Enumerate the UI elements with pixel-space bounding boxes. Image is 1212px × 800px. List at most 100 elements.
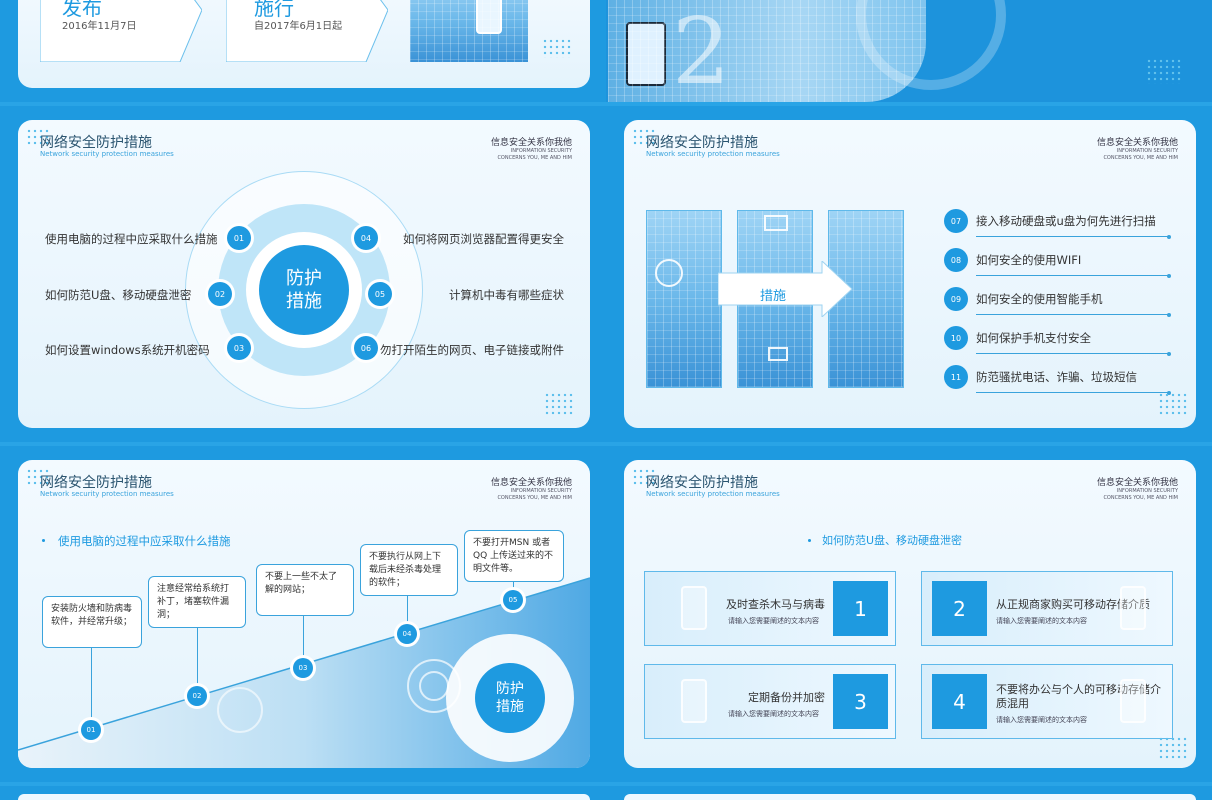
city-panel-1 bbox=[646, 210, 722, 388]
slogan-en-2: CONCERNS YOU, ME AND HIM bbox=[1103, 155, 1178, 161]
tip-subtext: 请输入您需要阐述的文本内容 bbox=[996, 716, 1087, 724]
slogan-en-1: INFORMATION SECURITY bbox=[510, 488, 572, 494]
tip-title: 不要将办公与个人的可移动存储介质混用 bbox=[996, 683, 1161, 710]
effective-card: 施行 自2017年6月1日起 bbox=[226, 0, 388, 62]
slogan-en-2: CONCERNS YOU, ME AND HIM bbox=[1103, 495, 1178, 501]
slide-card bbox=[18, 794, 590, 800]
tip-box-4[interactable]: 4 不要将办公与个人的可移动存储介质混用 请输入您需要阐述的文本内容 bbox=[921, 664, 1173, 739]
slide-subtitle: Network security protection measures bbox=[646, 150, 780, 158]
list-number: 09 bbox=[944, 287, 968, 311]
dot-grid-decoration bbox=[632, 128, 656, 146]
big-number: 2 bbox=[672, 0, 731, 102]
item-label-06[interactable]: 勿打开陌生的网页、电子链接或附件 bbox=[380, 343, 564, 357]
slide-subtitle: Network security protection measures bbox=[40, 490, 174, 498]
phone-icon bbox=[1120, 679, 1146, 723]
list-number: 11 bbox=[944, 365, 968, 389]
connector-line bbox=[197, 600, 198, 690]
list-item-10[interactable]: 10 如何保护手机支付安全 bbox=[944, 326, 1171, 356]
tip-number: 4 bbox=[932, 674, 987, 729]
slogan-en-2: CONCERNS YOU, ME AND HIM bbox=[497, 155, 572, 161]
underline bbox=[976, 273, 1171, 278]
list-item-08[interactable]: 08 如何安全的使用WIFI bbox=[944, 248, 1171, 278]
dot-grid-decoration bbox=[542, 38, 572, 58]
underline bbox=[976, 351, 1171, 356]
slide-title: 网络安全防护措施 bbox=[646, 135, 758, 151]
underline bbox=[976, 312, 1171, 317]
dot-grid-decoration bbox=[26, 128, 50, 146]
connector-line bbox=[91, 618, 92, 720]
tip-title: 及时查杀木马与病毒 bbox=[726, 598, 825, 611]
chevron-shape bbox=[226, 0, 388, 62]
header-slogan: 信息安全关系你我他 INFORMATION SECURITY CONCERNS … bbox=[491, 475, 572, 502]
list-number: 10 bbox=[944, 326, 968, 350]
item-number-03: 03 bbox=[227, 336, 251, 360]
folder-icon bbox=[768, 347, 788, 361]
heading-bullet bbox=[42, 539, 45, 542]
item-label-05[interactable]: 计算机中毒有哪些症状 bbox=[449, 288, 564, 302]
tip-subtext: 请输入您需要阐述的文本内容 bbox=[728, 710, 819, 718]
step-note-04: 不要执行从网上下载后未经杀毒处理的软件； bbox=[360, 544, 458, 596]
slide-subtitle: Network security protection measures bbox=[646, 490, 780, 498]
center-badge: 防护 措施 bbox=[475, 663, 545, 733]
header-slogan: 信息安全关系你我他 INFORMATION SECURITY CONCERNS … bbox=[1097, 475, 1178, 502]
slide-subtitle: Network security protection measures bbox=[40, 150, 174, 158]
badge-line-1: 防护 bbox=[496, 680, 524, 697]
slide-top-right[interactable]: 2 bbox=[606, 0, 1212, 102]
item-label-04[interactable]: 如何将网页浏览器配置得更安全 bbox=[403, 232, 564, 246]
arrow-label: 措施 bbox=[760, 289, 787, 304]
list-item-09[interactable]: 09 如何安全的使用智能手机 bbox=[944, 287, 1171, 317]
step-note-01: 安装防火墙和防病毒软件，并经常升级； bbox=[42, 596, 142, 648]
slide-usb-leak-prevention[interactable]: 网络安全防护措施 Network security protection mea… bbox=[606, 446, 1212, 782]
heading-bullet bbox=[808, 539, 811, 542]
slogan-main: 信息安全关系你我他 bbox=[1096, 478, 1178, 488]
slogan-main: 信息安全关系你我他 bbox=[490, 478, 572, 488]
list-item-11[interactable]: 11 防范骚扰电话、诈骗、垃圾短信 bbox=[944, 365, 1171, 395]
item-label-01[interactable]: 使用电脑的过程中应采取什么措施 bbox=[45, 232, 218, 246]
slide-top-left[interactable]: 发布 2016年11月7日 施行 自2017年6月1日起 bbox=[0, 0, 606, 102]
effective-title: 施行 bbox=[254, 0, 294, 20]
tip-subtext: 请输入您需要阐述的文本内容 bbox=[728, 617, 819, 625]
publish-title: 发布 bbox=[62, 0, 102, 20]
tip-number: 2 bbox=[932, 581, 987, 636]
tip-box-3[interactable]: 定期备份并加密 请输入您需要阐述的文本内容 3 bbox=[644, 664, 896, 739]
item-number-02: 02 bbox=[208, 282, 232, 306]
pie-chart-icon bbox=[655, 259, 683, 287]
dot-grid-decoration bbox=[1146, 58, 1182, 84]
phone-icon bbox=[681, 586, 707, 630]
header-slogan: 信息安全关系你我他 INFORMATION SECURITY CONCERNS … bbox=[491, 135, 572, 162]
item-label-03[interactable]: 如何设置windows系统开机密码 bbox=[45, 343, 210, 357]
slide-computer-measures[interactable]: 网络安全防护措施 Network security protection mea… bbox=[0, 446, 606, 782]
list-label: 如何安全的使用智能手机 bbox=[976, 292, 1103, 306]
dot-grid-decoration bbox=[544, 392, 574, 416]
slogan-main: 信息安全关系你我他 bbox=[490, 138, 572, 148]
step-number-05: 05 bbox=[503, 590, 523, 610]
underline bbox=[976, 234, 1171, 239]
phone-icon bbox=[681, 679, 707, 723]
section-heading: 如何防范U盘、移动硬盘泄密 bbox=[822, 534, 963, 547]
item-label-02[interactable]: 如何防范U盘、移动硬盘泄密 bbox=[45, 288, 192, 302]
step-note-03: 不要上一些不太了解的网站； bbox=[256, 564, 354, 616]
badge-line-2: 措施 bbox=[496, 699, 524, 715]
center-line-1: 防护 bbox=[286, 267, 322, 289]
dot-grid-decoration bbox=[26, 468, 50, 486]
effective-date: 自2017年6月1日起 bbox=[254, 21, 343, 32]
tip-title: 从正规商家购买可移动存储介质 bbox=[996, 598, 1150, 611]
slide-title: 网络安全防护措施 bbox=[646, 475, 758, 491]
slide-title: 网络安全防护措施 bbox=[40, 135, 152, 151]
connector-line bbox=[303, 588, 304, 658]
list-item-07[interactable]: 07 接入移动硬盘或u盘为何先进行扫描 bbox=[944, 209, 1171, 239]
list-label: 如何安全的使用WIFI bbox=[976, 253, 1082, 267]
phone-hand-image bbox=[410, 0, 528, 62]
slide-card: 网络安全防护措施 Network security protection mea… bbox=[18, 120, 590, 428]
slide-protection-measures-overview[interactable]: 网络安全防护措施 Network security protection mea… bbox=[0, 106, 606, 442]
item-number-01: 01 bbox=[227, 226, 251, 250]
tip-box-2[interactable]: 2 从正规商家购买可移动存储介质 请输入您需要阐述的文本内容 bbox=[921, 571, 1173, 646]
step-number-03: 03 bbox=[293, 658, 313, 678]
slogan-en-1: INFORMATION SECURITY bbox=[1116, 148, 1178, 154]
slide-protection-measures-list[interactable]: 网络安全防护措施 Network security protection mea… bbox=[606, 106, 1212, 442]
tip-number: 1 bbox=[833, 581, 888, 636]
arrow-shape bbox=[718, 261, 853, 317]
list-label: 如何保护手机支付安全 bbox=[976, 331, 1091, 345]
center-circle: 防护 措施 bbox=[259, 245, 349, 335]
tip-box-1[interactable]: 及时查杀木马与病毒 请输入您需要阐述的文本内容 1 bbox=[644, 571, 896, 646]
